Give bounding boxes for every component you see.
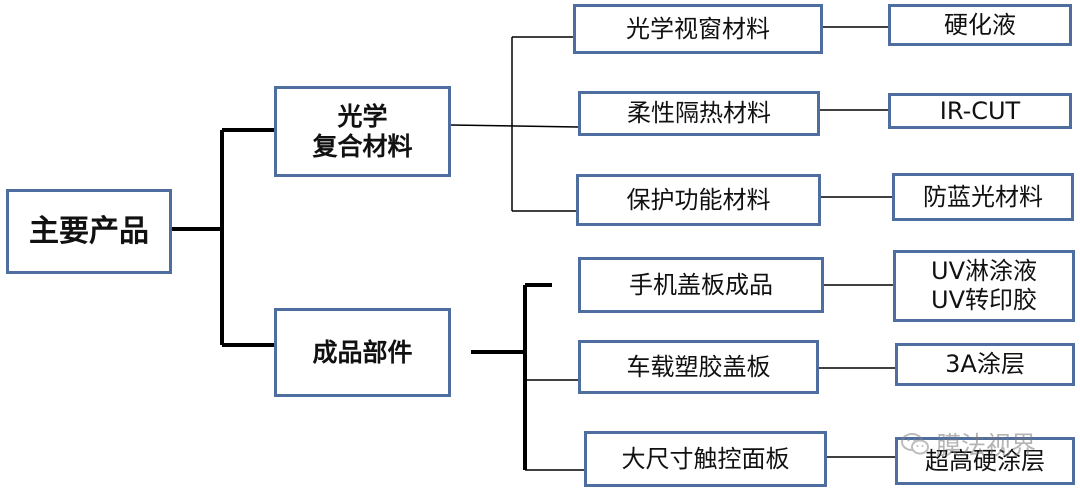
item-node-phone-cover: 手机盖板成品	[578, 257, 824, 313]
category-1-connector	[450, 36, 579, 212]
root-node: 主要产品	[6, 189, 172, 274]
category-node-finished-parts: 成品部件	[274, 308, 451, 397]
sub-node-anti-blue-light: 防蓝光材料	[892, 173, 1074, 221]
watermark: 膜法视界	[900, 426, 1075, 462]
wechat-icon	[901, 433, 929, 455]
item-node-vehicle-cover: 车载塑胶盖板	[578, 340, 819, 394]
sub-connectors	[819, 26, 895, 458]
category-2-connector	[471, 283, 552, 470]
item-node-protective-function: 保护功能材料	[576, 174, 821, 226]
sub-node-ultra-hard-coating: 超高硬涂层	[895, 437, 1075, 485]
category-node-optical-composite: 光学 复合材料	[274, 86, 451, 177]
item-node-flexible-insulation: 柔性隔热材料	[578, 91, 820, 136]
sub-node-uv-coating: UV淋涂液 UV转印胶	[893, 250, 1075, 322]
sub-node-hardening-liquid: 硬化液	[888, 4, 1072, 46]
root-connector	[172, 128, 274, 347]
item-node-optical-window: 光学视窗材料	[573, 4, 823, 54]
sub-node-3a-coating: 3A涂层	[895, 343, 1075, 386]
sub-node-ir-cut: IR-CUT	[888, 93, 1072, 129]
watermark-text: 膜法视界	[936, 431, 1037, 460]
item-node-large-touch-panel: 大尺寸触控面板	[584, 431, 827, 487]
